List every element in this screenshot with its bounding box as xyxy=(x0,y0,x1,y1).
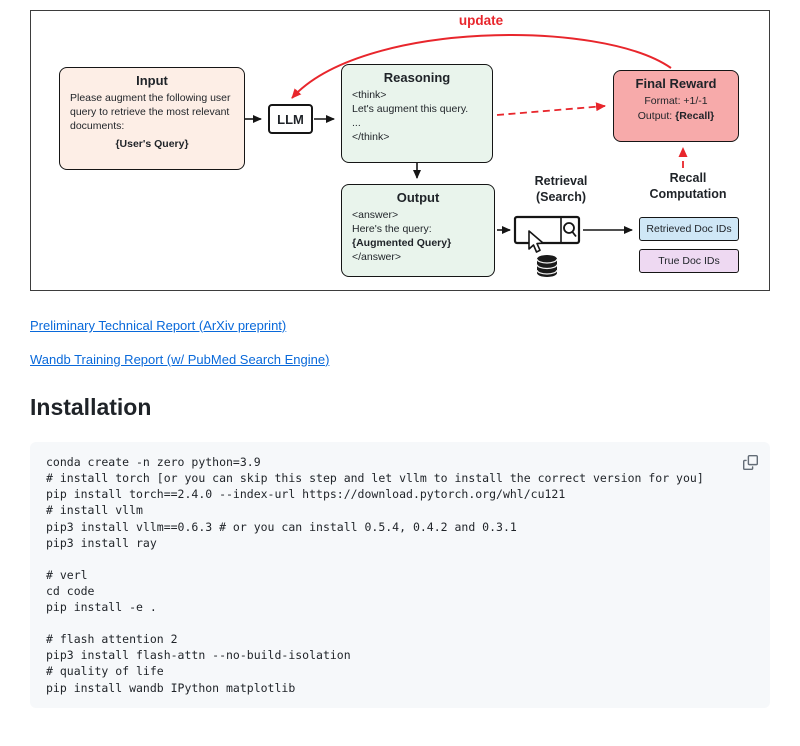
retrieval-search-label: Retrieval (Search) xyxy=(509,173,613,206)
output-line-1: <answer> xyxy=(352,209,399,221)
final-reward-output-prefix: Output: xyxy=(637,110,676,123)
reasoning-line-4: </think> xyxy=(352,131,390,144)
output-box: Output <answer> Here's the query: {Augme… xyxy=(341,184,495,277)
installation-heading: Installation xyxy=(30,394,152,421)
retrieved-doc-ids-box: Retrieved Doc IDs xyxy=(639,217,739,241)
input-box: Input Please augment the following user … xyxy=(59,67,245,170)
link-arxiv-report[interactable]: Preliminary Technical Report (ArXiv prep… xyxy=(30,318,287,333)
input-box-text: Please augment the following user query … xyxy=(70,92,231,133)
code-block: conda create -n zero python=3.9 # instal… xyxy=(30,442,770,708)
report-links: Preliminary Technical Report (ArXiv prep… xyxy=(30,318,770,367)
copy-icon xyxy=(742,454,758,470)
reasoning-line-1: <think> xyxy=(352,89,387,101)
final-reward-format: Format: +1/-1 xyxy=(644,95,708,107)
update-label: update xyxy=(458,13,504,28)
output-line-3: {Augmented Query} xyxy=(352,237,452,250)
cursor-icon xyxy=(528,230,544,253)
llm-box: LLM xyxy=(268,104,313,134)
database-icon xyxy=(536,255,558,277)
output-box-title: Output xyxy=(396,190,440,205)
reasoning-box: Reasoning <think> Let's augment this que… xyxy=(341,64,493,163)
magnifier-icon xyxy=(563,222,577,238)
update-arrow xyxy=(291,33,672,99)
recall-computation-label: Recall Computation xyxy=(625,170,751,203)
true-doc-ids-box: True Doc IDs xyxy=(639,249,739,273)
search-engine-icon xyxy=(513,215,581,277)
reasoning-line-2: Let's augment this query. xyxy=(352,103,469,116)
retrieval-label-line2: (Search) xyxy=(535,190,587,205)
final-reward-output-value: {Recall} xyxy=(675,110,715,123)
output-line-2: Here's the query: xyxy=(352,223,432,236)
final-reward-box: Final Reward Format: +1/-1 Output: {Reca… xyxy=(613,70,739,142)
input-box-query: {User's Query} xyxy=(115,138,189,151)
readme-page: update Input Please augment the followin… xyxy=(30,10,770,708)
recall-label-line2: Computation xyxy=(649,187,727,202)
architecture-diagram: update Input Please augment the followin… xyxy=(30,10,770,291)
link-wandb-report[interactable]: Wandb Training Report (w/ PubMed Search … xyxy=(30,351,330,367)
reasoning-box-title: Reasoning xyxy=(383,70,451,85)
input-box-title: Input xyxy=(136,73,168,88)
reasoning-line-3: ... xyxy=(352,117,361,130)
arrow-reasoning-reward xyxy=(496,102,606,116)
output-line-4: </answer> xyxy=(352,251,402,264)
search-box-icon xyxy=(513,215,581,245)
copy-button[interactable] xyxy=(738,450,762,474)
recall-label-line1: Recall xyxy=(669,171,707,185)
retrieval-label-line1: Retrieval xyxy=(534,174,588,188)
code-content: conda create -n zero python=3.9 # instal… xyxy=(46,455,704,695)
final-reward-title: Final Reward xyxy=(635,76,717,91)
diagram-arrows xyxy=(245,33,688,234)
